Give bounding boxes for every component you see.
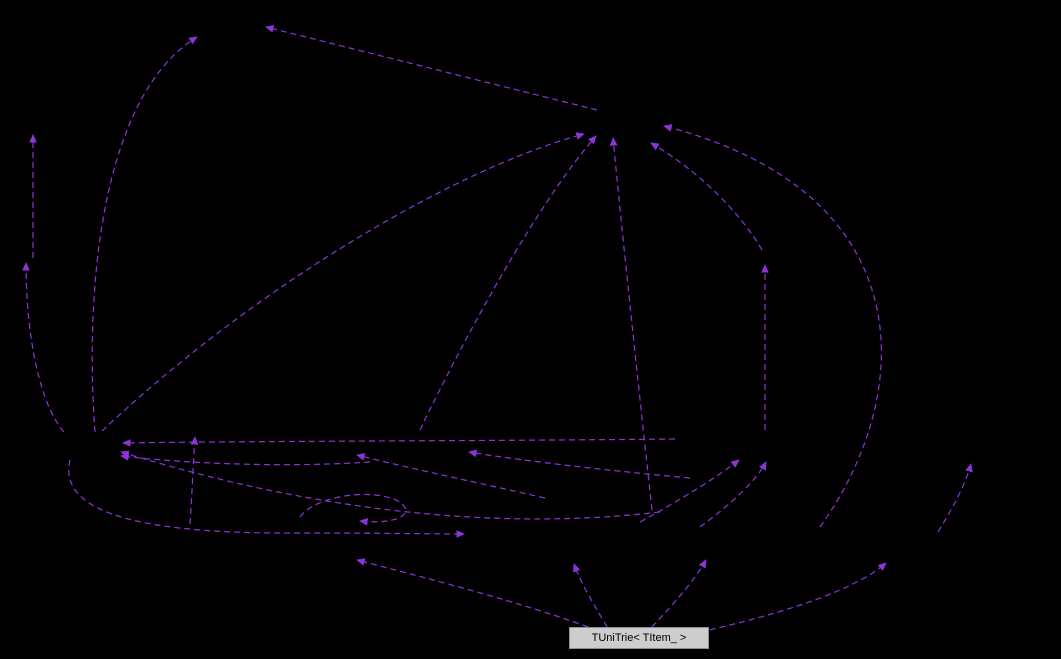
edge-small-loop	[299, 493, 407, 526]
edge-mid-to-node1	[356, 453, 546, 499]
edge-lefthub-to-center	[101, 132, 585, 432]
edge-left-hub-to-topleft	[91, 36, 198, 433]
edge-midnode-to-center	[419, 135, 597, 431]
edge-tunitrie-to-up2	[651, 559, 707, 628]
node-tunitrie[interactable]: TUniTrie< TItem_ >	[569, 627, 709, 649]
edge-mid-to-lefthub	[120, 453, 371, 466]
edge-mid-to-node2	[468, 449, 691, 479]
edge-right-to-center	[650, 142, 763, 251]
edge-bottom-to-lefthub-1	[120, 450, 661, 520]
edge-center-to-topleft	[265, 25, 598, 111]
edge-bottom-to-rightnode-2	[699, 461, 767, 528]
edge-farright-to-center	[663, 124, 882, 528]
edge-lefthub-to-midleft	[22, 262, 65, 433]
edge-tunitrie-to-upright	[699, 562, 887, 633]
edge-tunitrie-to-upleft	[356, 558, 589, 628]
edge-horizontal-to-lefthub	[122, 438, 676, 447]
edge-lower-vertical	[189, 436, 199, 525]
edge-bottom-to-rightnode-1	[639, 459, 740, 523]
edge-bottomcenter-to-center	[609, 137, 653, 511]
edge-bottom-sweep	[68, 459, 465, 538]
edge-bottomright-up	[937, 463, 973, 533]
edge-tunitrie-to-up1	[573, 563, 608, 628]
